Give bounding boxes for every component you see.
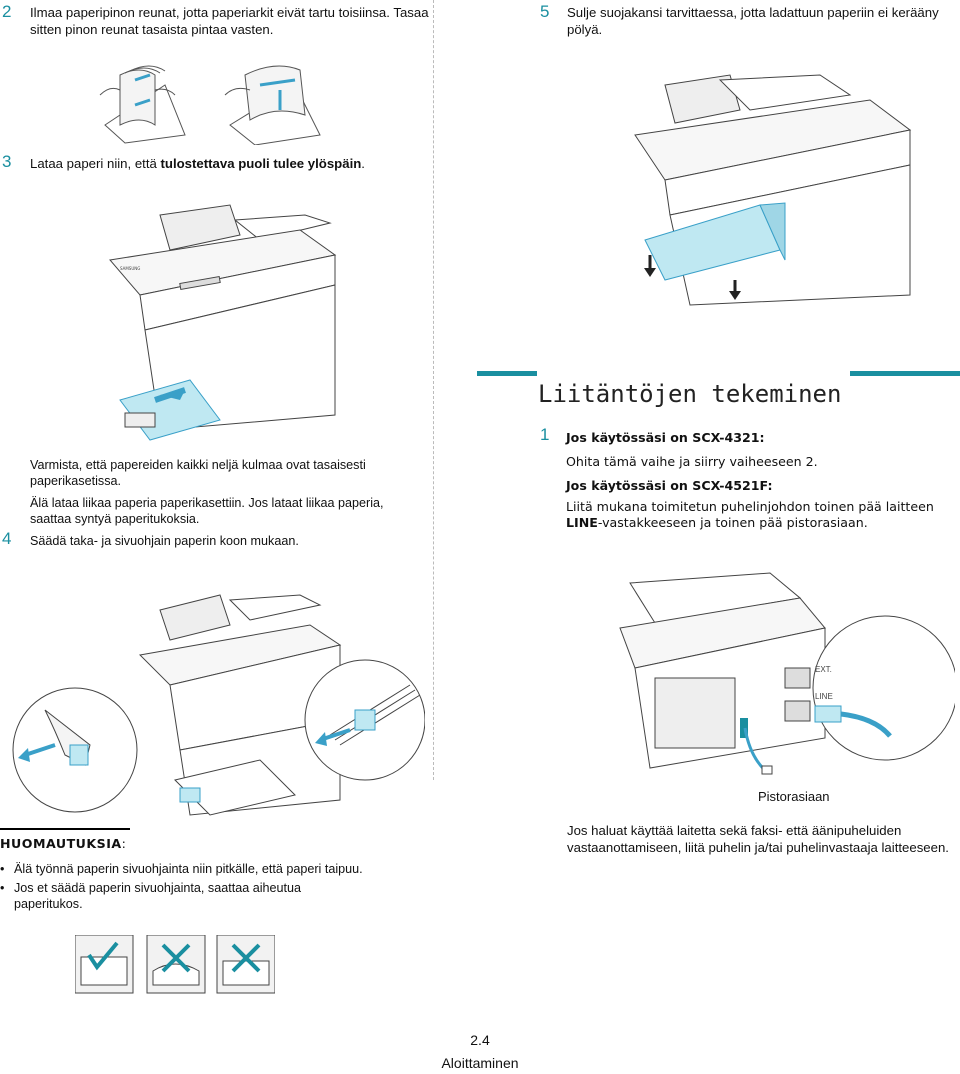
step-2-number: 2 [2,2,12,21]
section-accent-right [850,371,960,376]
step-3-note-corners: Varmista, että papereiden kaikki neljä k… [30,458,366,488]
notes-list: • Älä työnnä paperin sivuohjainta niin pi… [0,861,380,912]
step-5-text: Sulje suojakansi tarvittaessa, jotta lad… [567,5,939,37]
scx4521f-heading: Jos käytössäsi on SCX-4521F: [566,478,773,493]
notes-item: • Älä työnnä paperin sivuohjainta niin pi… [0,861,380,877]
step-3-note-overload: Älä lataa liikaa paperia paperikasettiin… [30,496,384,526]
step-3-text: Lataa paperi niin, että tulostettava puo… [30,155,430,172]
notes-item-text: Älä työnnä paperin sivuohjainta niin pit… [14,862,363,876]
dust-cover-illustration [634,74,912,306]
scx4521f-text: Liitä mukana toimitetun puhelinjohdon to… [566,499,958,531]
bullet-icon: • [0,862,5,876]
bullet-icon: • [0,881,5,895]
section-accent-left [477,371,537,376]
notes-top-rule [0,828,130,830]
column-divider [433,0,434,780]
scx4321-heading: Jos käytössäsi on SCX-4321: [566,430,765,445]
chapter-name: Aloittaminen [441,1055,519,1071]
step-3-text-a: Lataa paperi niin, että [30,156,161,171]
printer-paper-loading-illustration: SAMSUNG [109,204,337,441]
step-3-text-c: . [361,156,365,171]
notes-heading-colon: : [121,836,127,851]
section-step-1-number: 1 [540,425,550,444]
notes-item: • Jos et säädä paperin sivuohjainta, saat… [0,880,380,912]
outlet-caption: Pistorasiaan [758,789,830,804]
scx4321-text: Ohita tämä vaihe ja siirry vaiheeseen 2. [566,454,818,469]
phone-line-connection-illustration: EXT. LINE [619,572,955,775]
scx4521f-text-a: Liitä mukana toimitetun puhelinjohdon to… [566,499,934,514]
notes-heading-label: Huomautuksia [0,836,122,851]
step-4-text: Säädä taka- ja sivuohjain paperin koon m… [30,534,299,548]
section-title: Liitäntöjen tekeminen [538,380,842,408]
fanning-paper-illustration [99,65,321,145]
line-port-diagram-label: LINE [815,692,833,701]
check-icon [87,941,119,971]
notes-heading: Huomautuksia: [0,836,126,851]
step-3-number: 3 [2,152,12,171]
step-3-text-emphasis: tulostettava puoli tulee ylöspäin [160,156,362,171]
step-4-number: 4 [2,529,12,548]
step-2-text: Ilmaa paperipinon reunat, jotta paperiar… [30,5,429,37]
printer-brand-label: SAMSUNG [120,266,140,271]
scx4521f-text-c: -vastakkeeseen ja toinen pää pistorasiaa… [597,515,868,530]
fax-voice-text: Jos haluat käyttää laitetta sekä faksi- … [567,823,949,855]
paper-guide-adjust-illustration [12,594,425,816]
step-5-number: 5 [540,2,550,21]
line-port-label: LINE [566,515,598,530]
cross-icon [161,943,191,973]
ext-port-label: EXT. [815,665,832,674]
page-number: 2.4 [470,1032,490,1048]
notes-item-text: Jos et säädä paperin sivuohjainta, saatt… [14,881,302,911]
cross-icon [231,943,261,973]
guide-pictograms [75,935,275,994]
